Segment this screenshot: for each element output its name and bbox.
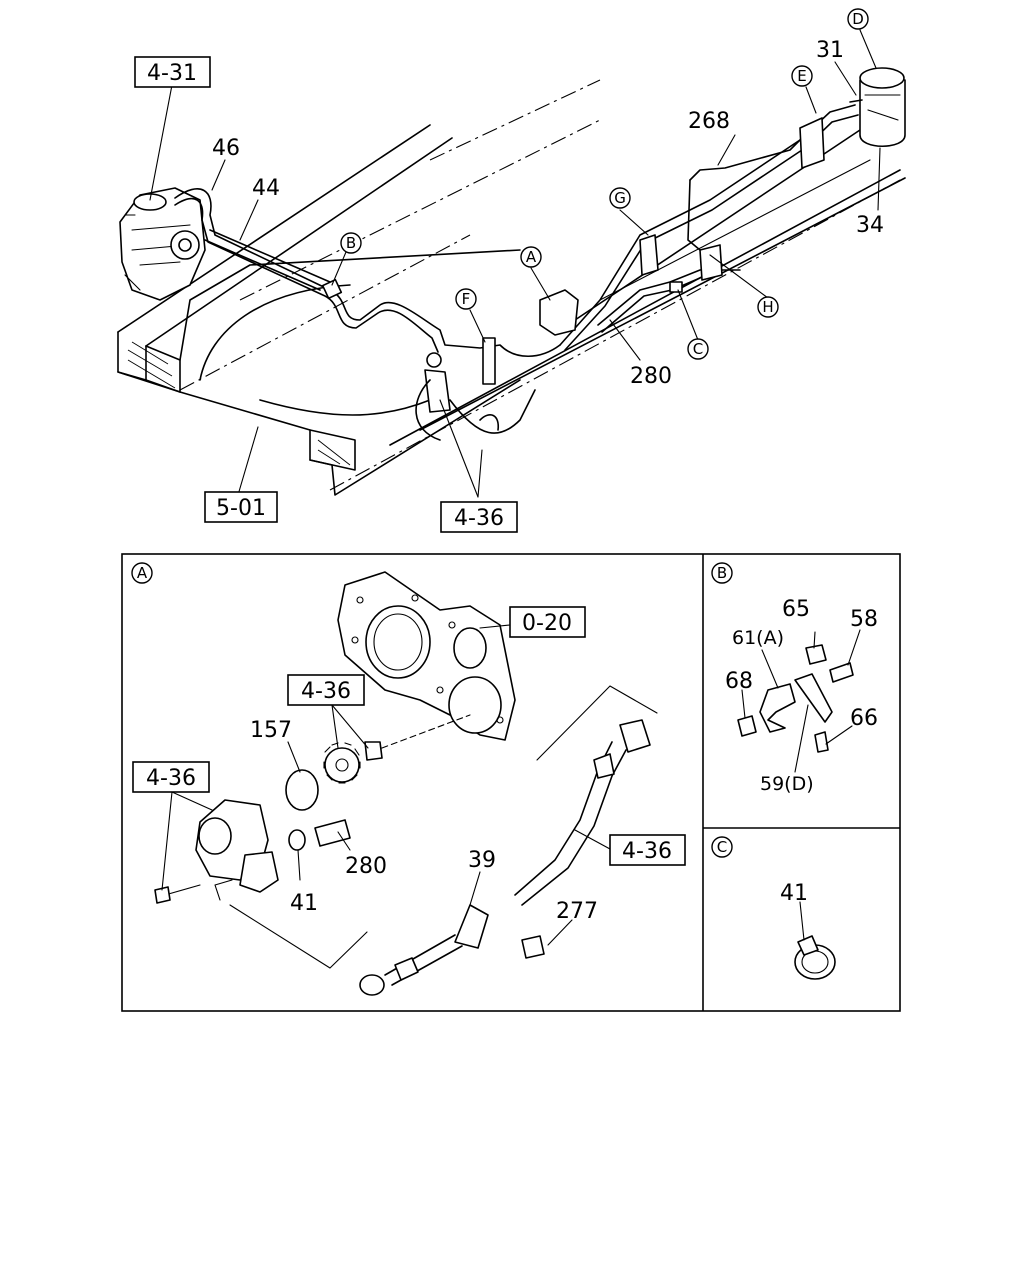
- part-number-268: 268: [688, 109, 730, 134]
- svg-text:4-36: 4-36: [146, 766, 196, 791]
- part-number-41: 41: [290, 891, 318, 916]
- bolt-58: [829, 662, 854, 683]
- leaders-top: [149, 29, 881, 498]
- callout-letter: H: [762, 298, 773, 316]
- ref-label: 4-36: [454, 506, 504, 531]
- o-ring-157: [285, 769, 319, 811]
- callout-letter: C: [693, 340, 703, 358]
- master-cylinder: [119, 187, 206, 301]
- pipe-runs: [174, 104, 859, 357]
- ref-box-0-20: 0-20: [509, 606, 586, 638]
- cover-plate: [337, 571, 516, 741]
- ring-41: [288, 829, 306, 851]
- part-number-61: 61(A): [732, 627, 784, 649]
- part-number-280: 280: [630, 364, 672, 389]
- part-number-58: 58: [850, 607, 878, 632]
- callout-letter: A: [526, 248, 537, 266]
- clamp-61: [759, 683, 796, 733]
- callout-b: B: [340, 232, 362, 254]
- detail-panels-frame: [121, 553, 901, 1012]
- part-number-59: 59(D): [760, 773, 814, 795]
- part-number-46: 46: [212, 136, 240, 161]
- ref-box-4-36-pump: 4-36: [132, 761, 210, 793]
- part-number-277: 277: [556, 899, 598, 924]
- part-number-280: 280: [345, 854, 387, 879]
- ref-box-4-36-hose: 4-36: [609, 834, 686, 866]
- drive-gear: [323, 714, 471, 784]
- ref-box-4-36: 4-36: [440, 501, 518, 533]
- bolt-66: [814, 731, 829, 753]
- ref-box-4-36-sprocket: 4-36: [287, 674, 365, 706]
- part-number-68: 68: [725, 669, 753, 694]
- svg-text:B: B: [717, 564, 727, 582]
- part-number-31: 31: [816, 38, 844, 63]
- panel-b: B 65 58 61(A) 68 66 59(D): [711, 562, 878, 795]
- svg-text:C: C: [717, 838, 727, 856]
- callout-c: C: [687, 338, 709, 360]
- bracket-59: [794, 673, 833, 723]
- hose-clamp-41: [794, 935, 836, 980]
- callout-h: H: [757, 296, 779, 318]
- callout-letter: F: [462, 290, 471, 308]
- callout-d: D: [847, 8, 869, 30]
- callout-e: E: [791, 65, 813, 87]
- bushing-280: [314, 819, 351, 847]
- callout-a: A: [520, 246, 542, 268]
- panel-b-title: B: [711, 562, 733, 584]
- part-number-34: 34: [856, 213, 884, 238]
- part-number-44: 44: [252, 176, 280, 201]
- panel-a-title: A: [131, 562, 153, 584]
- panel-c-title: C: [711, 836, 733, 858]
- part-number-39: 39: [468, 848, 496, 873]
- svg-text:4-36: 4-36: [622, 839, 672, 864]
- reservoir: [849, 67, 906, 147]
- svg-text:0-20: 0-20: [522, 611, 572, 636]
- part-number-157: 157: [250, 718, 292, 743]
- slave-cylinder: [415, 352, 536, 441]
- nut-65: [805, 644, 827, 665]
- pump-body: [154, 799, 279, 904]
- panel-a: A: [131, 562, 686, 996]
- part-number-41: 41: [780, 881, 808, 906]
- panel-c: C 41: [711, 836, 836, 980]
- part-number-65: 65: [782, 597, 810, 622]
- callout-letter: G: [614, 189, 626, 207]
- callout-letter: E: [797, 67, 806, 85]
- svg-text:4-36: 4-36: [301, 679, 351, 704]
- part-number-66: 66: [850, 706, 878, 731]
- callout-g: G: [609, 187, 631, 209]
- ref-box-5-01: 5-01: [204, 491, 278, 523]
- callout-letter: D: [852, 10, 864, 28]
- svg-text:A: A: [137, 564, 148, 582]
- ref-box-4-31: 4-31: [134, 56, 211, 88]
- hose-assembly: [359, 719, 651, 996]
- pipe-clips: [321, 117, 825, 385]
- callout-letter: B: [346, 234, 356, 252]
- chassis-frame: [117, 79, 906, 496]
- nut-68: [737, 715, 757, 737]
- callout-f: F: [455, 288, 477, 310]
- ref-label: 4-31: [147, 61, 197, 86]
- ref-label: 5-01: [216, 496, 266, 521]
